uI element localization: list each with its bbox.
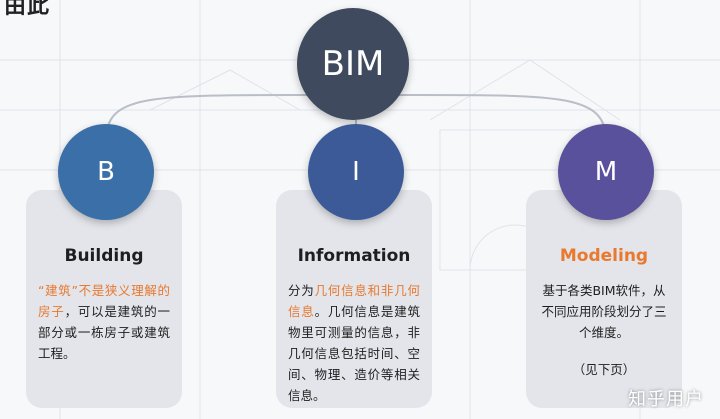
card-building-text: ，可以是建筑的一部分或一栋房子或建筑工程。	[38, 304, 170, 361]
card-information-body: 分为几何信息和非几何信息。几何信息是建筑物里可测量的信息，非几何信息包括时间、空…	[288, 280, 420, 406]
card-building-title: Building	[64, 246, 144, 266]
watermark: 知乎用户	[628, 389, 704, 410]
card-information-title: Information	[297, 246, 411, 266]
node-i: I	[308, 124, 404, 220]
card-modeling-body: 基于各类BIM软件，从不同应用阶段划分了三个维度。 （见下页）	[538, 280, 670, 380]
card-modeling-title: Modeling	[559, 246, 649, 266]
card-building-highlight: “建筑”不是狭义理解的房子	[38, 283, 170, 319]
node-bim: BIM	[297, 8, 409, 120]
card-information-prefix: 分为	[288, 283, 315, 298]
card-modeling-text: 基于各类BIM软件，从不同应用阶段划分了三个维度。	[541, 283, 667, 340]
corner-title: 由此	[4, 0, 51, 19]
node-b: B	[58, 124, 154, 220]
card-modeling: Modeling 基于各类BIM软件，从不同应用阶段划分了三个维度。 （见下页）	[526, 190, 682, 408]
card-information-text: 。几何信息是建筑物里可测量的信息，非几何信息包括时间、空间、物理、造价等相关信息…	[288, 304, 420, 403]
card-building: Building “建筑”不是狭义理解的房子，可以是建筑的一部分或一栋房子或建筑…	[26, 190, 182, 408]
card-building-body: “建筑”不是狭义理解的房子，可以是建筑的一部分或一栋房子或建筑工程。	[38, 280, 170, 364]
card-information-highlight: 几何信息和非几何信息	[288, 283, 420, 319]
card-modeling-note: （见下页）	[572, 362, 636, 377]
card-information: Information 分为几何信息和非几何信息。几何信息是建筑物里可测量的信息…	[276, 190, 432, 408]
node-m: M	[558, 124, 654, 220]
